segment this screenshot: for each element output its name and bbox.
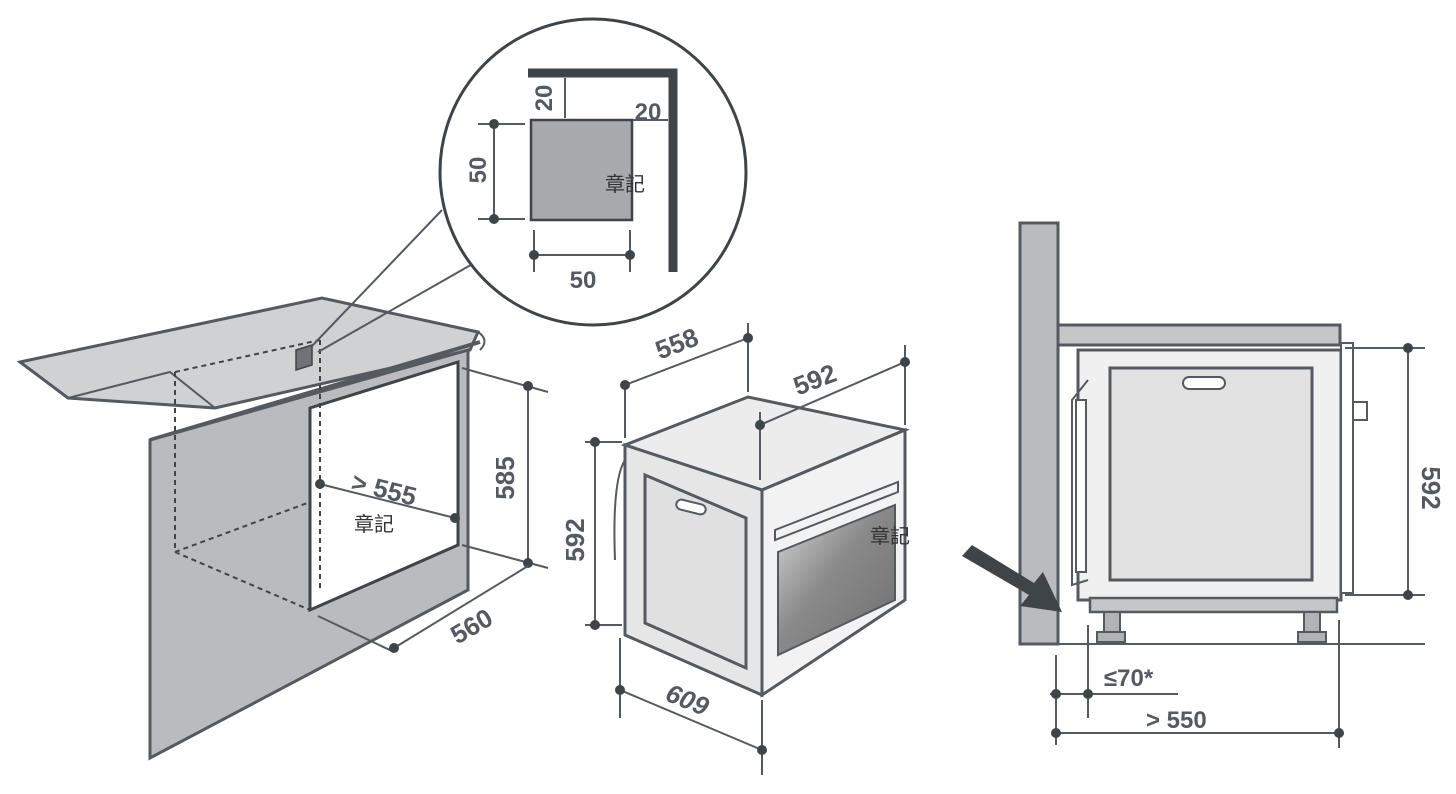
oven-height-label: 592 xyxy=(560,518,590,561)
cabinet-height-label: 585 xyxy=(490,456,520,499)
vent-cutout xyxy=(295,343,313,372)
detail-gap-side-label: 20 xyxy=(635,99,662,126)
foot-left xyxy=(1103,611,1121,635)
wall xyxy=(1018,221,1060,646)
side-depth-label: > 550 xyxy=(1146,707,1207,734)
side-view-drawing: 592 ≤70* > 550 xyxy=(962,221,1446,748)
side-gap-label: ≤70* xyxy=(1104,665,1154,692)
side-height-label: 592 xyxy=(1416,466,1446,509)
shelf xyxy=(1056,323,1342,347)
oven-total-depth-label: 609 xyxy=(662,678,714,722)
oven-width-label: 592 xyxy=(789,358,840,402)
vent-cutout-square xyxy=(529,118,634,222)
detail-gap-top-label: 20 xyxy=(531,85,558,112)
cabinet-drawing: > 555 585 560 章記 xyxy=(16,296,549,761)
cabinet-depth-label: 560 xyxy=(445,602,498,650)
oven-door-glass xyxy=(777,503,896,657)
cabinet-niche xyxy=(308,359,460,613)
detail-height-label: 50 xyxy=(465,157,492,184)
vent-detail: 20 20 50 50 章記 xyxy=(311,17,748,353)
ventilation-arrow xyxy=(962,545,1062,612)
detail-width-label: 50 xyxy=(570,267,597,294)
oven-drawing: 558 592 592 609 章記 xyxy=(560,322,911,775)
detail-stamp: 章記 xyxy=(605,172,645,196)
cabinet-stamp: 章記 xyxy=(354,512,394,536)
oven-stamp: 章記 xyxy=(870,524,910,548)
foot-right xyxy=(1303,611,1321,635)
